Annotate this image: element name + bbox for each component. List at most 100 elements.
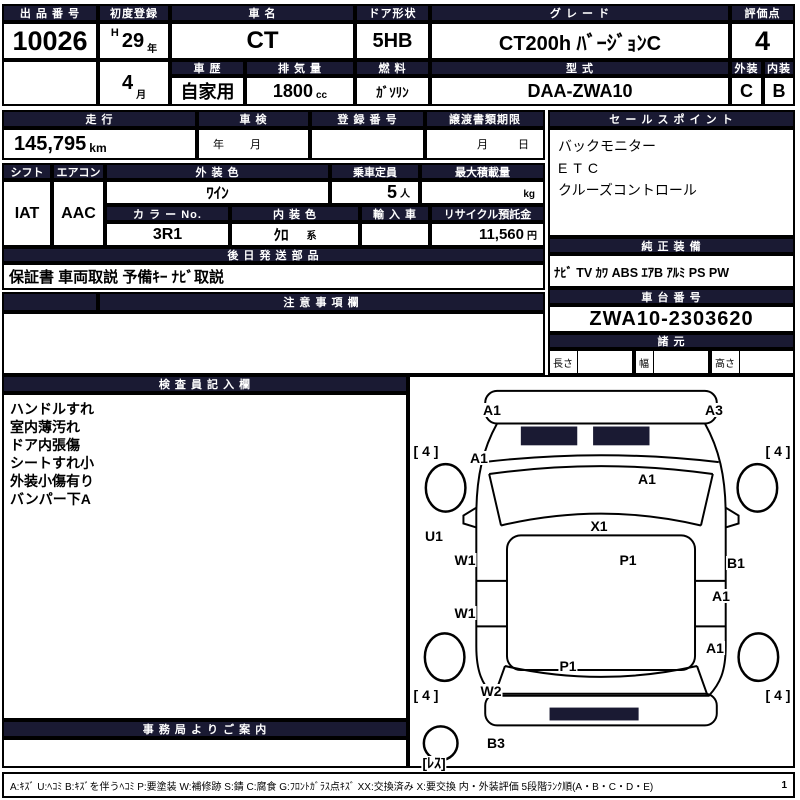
inspector-note: バンパー下A	[10, 491, 91, 507]
displacement-value: 1800	[272, 80, 313, 101]
sales-points-header: セ ー ル ス ポ イ ン ト	[548, 110, 795, 128]
car-name-header: 車 名	[170, 4, 355, 22]
exterior-color-value: ﾜｲﾝ	[105, 180, 330, 205]
max-load-header: 最大積載量	[420, 163, 545, 180]
damage-marker-5: [ 4 ]	[764, 443, 792, 459]
damage-marker-11: A1	[711, 588, 731, 604]
capacity-value: 5	[386, 182, 397, 202]
shaken-year-unit: 年	[213, 139, 224, 151]
mileage-value-cell: 145,795 km	[2, 128, 197, 160]
factory-equipment-header: 純 正 装 備	[548, 237, 795, 254]
aircon-header: エアコン	[52, 163, 105, 180]
damage-marker-18: B3	[486, 735, 506, 751]
score-header: 評価点	[730, 4, 795, 22]
spec-length-cell: 長さ	[548, 349, 634, 375]
spec-height-cell: 高さ	[710, 349, 795, 375]
damage-marker-7: X1	[589, 518, 609, 534]
inspector-note: ドア内張傷	[10, 437, 80, 453]
mileage-header: 走 行	[2, 110, 197, 128]
transfer-day-unit: 日	[518, 139, 529, 151]
legend-page-number: 1	[781, 779, 787, 791]
caution-header: 注 意 事 項 欄	[98, 292, 545, 312]
damage-marker-17: [ 4 ]	[764, 687, 792, 703]
inspector-notes-area: ハンドルすれ 室内薄汚れ ドア内張傷 シートすれ小 外装小傷有り バンパー下A	[2, 393, 408, 720]
damage-marker-4: A1	[637, 471, 657, 487]
score-value: 4	[730, 22, 795, 60]
damage-marker-0: A1	[482, 402, 502, 418]
first-registration-header: 初度登録	[98, 4, 170, 22]
import-car-value	[360, 222, 430, 247]
mileage-value: 145,795	[14, 132, 87, 155]
interior-color-value-cell: ｸﾛ 系	[230, 222, 360, 247]
damage-marker-2: [ 4 ]	[412, 443, 440, 459]
registration-no-header: 登 録 番 号	[310, 110, 425, 128]
capacity-value-cell: 5 人	[330, 180, 420, 205]
spec-width-label: 幅	[636, 351, 654, 373]
sales-point-item: クルーズコントロール	[558, 182, 697, 198]
fuel-value: ｶﾞｿﾘﾝ	[355, 76, 430, 106]
damage-marker-12: W1	[453, 605, 477, 621]
car-name-value: CT	[170, 22, 355, 60]
shaken-value-cell: 年 月	[197, 128, 310, 160]
capacity-unit: 人	[400, 189, 410, 200]
first-registration-year: H 29 年	[98, 22, 170, 60]
spec-length-label: 長さ	[550, 351, 578, 373]
chassis-no-value: ZWA10-2303620	[548, 305, 795, 333]
inspector-note: 室内薄汚れ	[10, 419, 80, 435]
exhibit-no-value: 10026	[2, 22, 98, 60]
damage-marker-19: [ﾚｽ]	[421, 755, 447, 771]
interior-color-header: 内 装 色	[230, 205, 360, 222]
model-code-value: DAA-ZWA10	[430, 76, 730, 106]
specs-header: 諸 元	[548, 333, 795, 349]
interior-grade-value: B	[763, 76, 795, 106]
max-load-unit: kg	[523, 189, 535, 200]
office-notice-area	[2, 738, 408, 768]
recycle-deposit-unit: 円	[527, 231, 537, 242]
exterior-color-header: 外 装 色	[105, 163, 330, 180]
exterior-grade-value: C	[730, 76, 763, 106]
year-unit-label: 年	[147, 44, 158, 55]
exhibit-no-header: 出 品 番 号	[2, 4, 98, 22]
legend-bar: A:ｷｽﾞ U:ﾍｺﾐ B:ｷｽﾞを伴うﾍｺﾐ P:要塗装 W:補修跡 S:錆 …	[2, 772, 795, 798]
color-no-value: 3R1	[105, 222, 230, 247]
transfer-month-unit: 月	[477, 139, 488, 151]
factory-equipment-value: ﾅﾋﾞ TV ｶﾜ ABS ｴｱB ｱﾙﾐ PS PW	[548, 254, 795, 288]
aircon-value: AAC	[52, 180, 105, 247]
damage-marker-16: [ 4 ]	[412, 687, 440, 703]
damage-marker-6: U1	[424, 528, 444, 544]
grade-value: CT200h ﾊﾞｰｼﾞｮﾝC	[430, 22, 730, 60]
caution-stamp-box	[2, 292, 98, 312]
era-letter: H	[110, 27, 119, 39]
later-parts-value: 保証書 車両取説 予備ｷｰ ﾅﾋﾞ取説	[2, 263, 545, 290]
exhibit-blank-cell	[2, 60, 98, 106]
month-unit-label: 月	[136, 90, 147, 101]
import-car-header: 輸 入 車	[360, 205, 430, 222]
interior-grade-header: 内装	[763, 60, 795, 76]
transfer-deadline-header: 譲渡書類期限	[425, 110, 545, 128]
car-top-view	[422, 389, 780, 762]
shaken-month-unit: 月	[250, 139, 261, 151]
mileage-unit: km	[89, 141, 107, 155]
legend-text: A:ｷｽﾞ U:ﾍｺﾐ B:ｷｽﾞを伴うﾍｺﾐ P:要塗装 W:補修跡 S:錆 …	[10, 781, 654, 793]
model-code-header: 型 式	[430, 60, 730, 76]
damage-marker-10: B1	[726, 555, 746, 571]
inspector-note: ハンドルすれ	[10, 401, 94, 417]
spec-height-label: 高さ	[712, 351, 740, 373]
chassis-no-header: 車 台 番 号	[548, 288, 795, 305]
caution-area	[2, 312, 545, 375]
displacement-header: 排 気 量	[245, 60, 355, 76]
spec-width-cell: 幅	[634, 349, 710, 375]
inspector-note: シートすれ小	[10, 455, 94, 471]
color-no-header: カ ラ ー No.	[105, 205, 230, 222]
inspector-notes-header: 検 査 員 記 入 欄	[2, 375, 408, 393]
first-reg-year-value: 29	[121, 29, 145, 52]
recycle-deposit-header: リサイクル預託金	[430, 205, 545, 222]
grade-header: グ レ ー ド	[430, 4, 730, 22]
damage-marker-1: A3	[704, 402, 724, 418]
history-value: 自家用	[170, 76, 245, 106]
transfer-deadline-value-cell: 月 日	[425, 128, 545, 160]
interior-color-suffix: 系	[306, 231, 317, 242]
